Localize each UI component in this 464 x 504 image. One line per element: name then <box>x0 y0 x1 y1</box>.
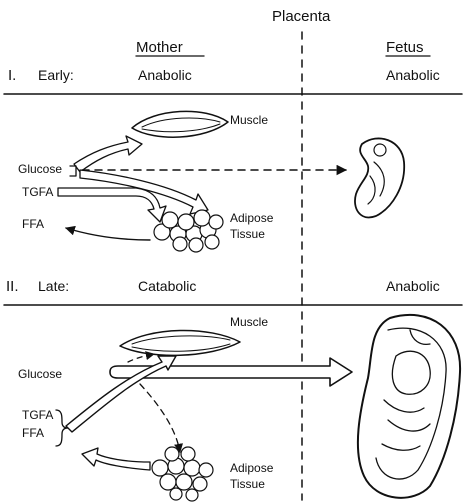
early-mother-state: Anabolic <box>138 67 192 83</box>
late-numeral: II. <box>6 278 19 295</box>
adipose-to-ffa-late-arrow <box>82 448 150 470</box>
glucose-early-label: Glucose <box>18 162 62 176</box>
adipose-late-label: Adipose <box>230 461 274 475</box>
late-label: Late: <box>38 278 69 294</box>
early-fetus-state: Anabolic <box>386 67 440 83</box>
tgfa-to-adipose-arrow <box>58 188 166 222</box>
glucose-to-muscle-arrow <box>74 136 142 172</box>
tgfa-early-label: TGFA <box>22 185 53 199</box>
ffa-late-label: FFA <box>22 426 44 440</box>
glucose-late-label: Glucose <box>18 367 62 381</box>
adipose-early-label: Adipose <box>230 211 274 225</box>
late-fetus-state: Anabolic <box>386 278 440 294</box>
glucose-to-adipose-dashed-arrow <box>140 384 180 452</box>
tgfa-late-label: TGFA <box>22 408 53 422</box>
early-label: Early: <box>38 67 74 83</box>
glucose-bracket <box>70 166 76 176</box>
tissue-late-label: Tissue <box>230 477 265 491</box>
tgfa-ffa-brace <box>56 410 68 446</box>
late-mother-state: Catabolic <box>138 278 196 294</box>
adipose-late-icon <box>152 447 213 501</box>
adipose-to-ffa-arrow <box>66 228 150 240</box>
muscle-late-label: Muscle <box>230 315 268 329</box>
early-numeral: I. <box>8 67 16 84</box>
fetus-label: Fetus <box>386 39 424 56</box>
early-fetus-icon <box>355 138 404 217</box>
tissue-early-label: Tissue <box>230 227 265 241</box>
adipose-early-icon <box>154 210 223 252</box>
mother-label: Mother <box>136 39 183 56</box>
muscle-late-icon <box>120 330 240 355</box>
late-fetus-icon <box>358 315 460 498</box>
muscle-uptake-dashed-arrow <box>128 354 154 362</box>
muscle-early-icon <box>132 111 228 137</box>
muscle-early-label: Muscle <box>230 113 268 127</box>
placenta-label: Placenta <box>272 8 331 25</box>
ffa-early-label: FFA <box>22 217 44 231</box>
